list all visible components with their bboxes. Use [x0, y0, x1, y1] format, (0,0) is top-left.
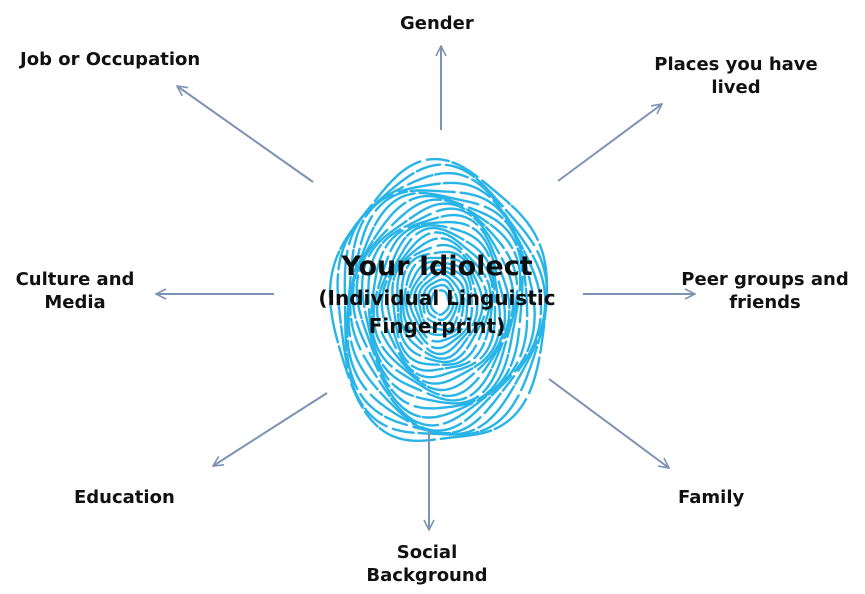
- fingerprint-ridge: [328, 157, 549, 443]
- factor-family: Family: [678, 486, 744, 509]
- fingerprint-ridge: [372, 220, 507, 392]
- fingerprint-ridge: [385, 231, 494, 372]
- factor-gender-label: Gender: [400, 13, 474, 34]
- arrows: [156, 46, 695, 530]
- fingerprint-ridge: [380, 226, 497, 379]
- fingerprint-ridge: [376, 224, 502, 385]
- arrow-family: [548, 378, 669, 468]
- fingerprint-ridge: [336, 163, 549, 436]
- factor-social: Social Background: [362, 541, 492, 588]
- fingerprint-ridge: [391, 237, 492, 366]
- fingerprint-ridge: [405, 260, 474, 350]
- fingerprint-ridge: [408, 264, 469, 343]
- factor-places-label-1: Places you have: [654, 54, 818, 75]
- fingerprint-ridge: [370, 213, 511, 398]
- center-idiolect: Your Idiolect (Individual Linguistic Fin…: [292, 250, 582, 340]
- fingerprint-ridge: [367, 207, 515, 402]
- factor-peers-label-1: Peer groups and: [681, 269, 849, 290]
- factor-education: Education: [74, 486, 175, 509]
- factor-social-label-2: Background: [366, 565, 488, 587]
- factor-places: Places you have lived: [630, 53, 842, 100]
- factor-job-label: Job or Occupation: [20, 49, 201, 70]
- center-subtitle-2: Fingerprint): [368, 314, 506, 338]
- factor-culture-label-2: Media: [44, 292, 106, 314]
- factor-places-label-2: lived: [711, 77, 761, 99]
- fingerprint-ridge: [361, 202, 519, 405]
- fingerprint-ridge: [343, 171, 547, 436]
- factor-culture-label-1: Culture and: [15, 269, 135, 290]
- fingerprint-ridge: [346, 181, 543, 435]
- fingerprint-ridge: [422, 278, 459, 327]
- factor-peers-label-2: friends: [729, 292, 801, 314]
- fingerprint-ridge: [396, 243, 489, 364]
- factor-education-label: Education: [74, 487, 175, 508]
- fingerprint-ridge: [412, 268, 466, 336]
- arrow-job: [177, 86, 314, 183]
- factor-culture: Culture and Media: [0, 268, 150, 315]
- factor-job: Job or Occupation: [20, 48, 200, 71]
- fingerprint-ridge: [425, 283, 455, 322]
- center-subtitle-1: (Individual Linguistic: [318, 286, 556, 310]
- fingerprint-icon: [328, 157, 549, 443]
- fingerprint-ridge: [402, 256, 479, 356]
- factor-family-label: Family: [678, 487, 745, 508]
- factor-peers: Peer groups and friends: [670, 268, 860, 315]
- center-title: Your Idiolect: [341, 251, 533, 282]
- fingerprint-ridge: [399, 250, 484, 360]
- factor-social-label-1: Social: [396, 542, 458, 563]
- arrow-places: [557, 104, 662, 182]
- factor-gender: Gender: [400, 12, 474, 35]
- fingerprint-ridge: [351, 194, 524, 419]
- fingerprint-ridge: [429, 289, 451, 316]
- fingerprint-ridge: [417, 273, 463, 332]
- arrow-education: [213, 392, 328, 466]
